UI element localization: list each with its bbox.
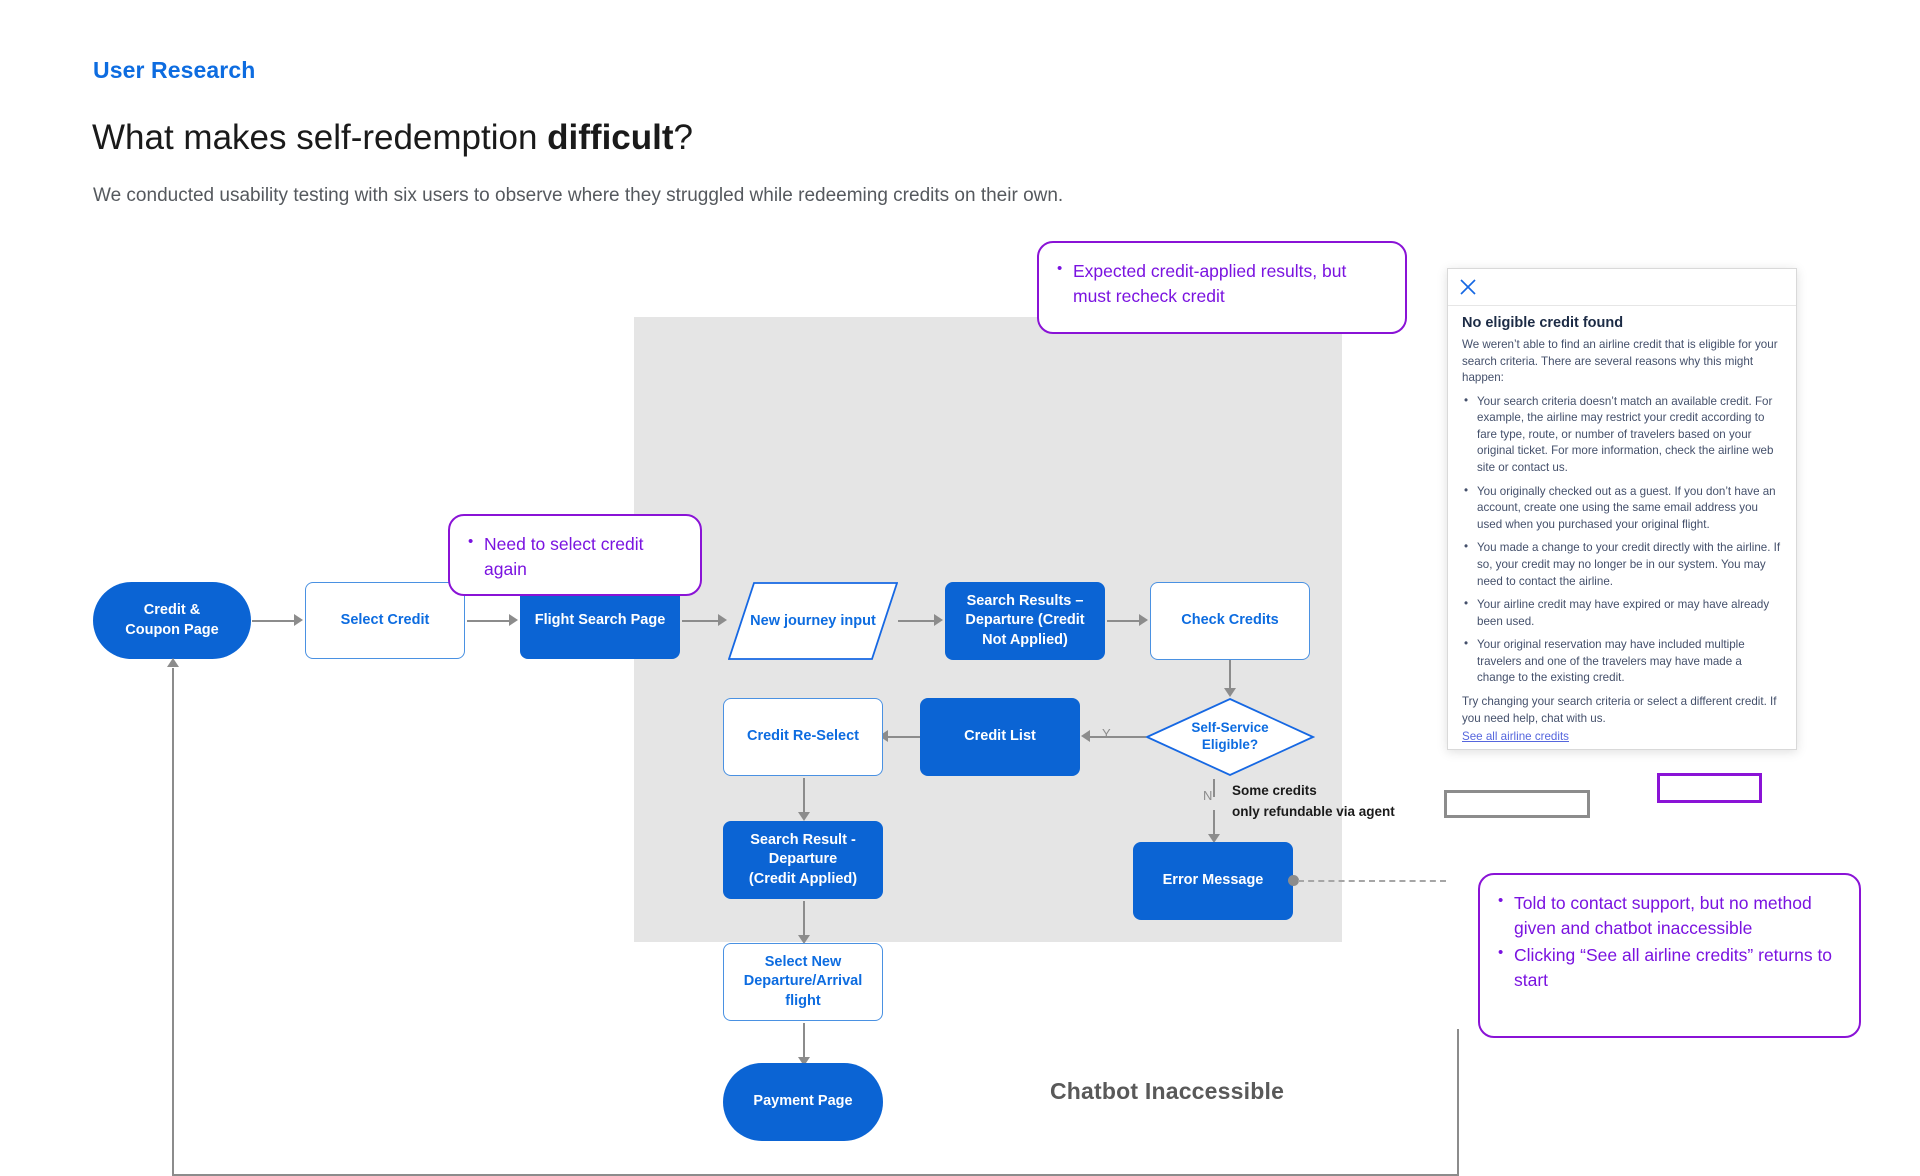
dialog-outro: Try changing your search criteria or sel… [1462,694,1777,725]
edge-label-yes: Y [1102,726,1111,741]
dialog-reason-0: Your search criteria doesn’t match an av… [1462,393,1782,477]
page-title-tail: ? [673,118,694,157]
edge-selectnew-to-payment [803,1023,805,1061]
section-eyebrow: User Research [93,57,256,83]
see-all-airline-credits-link[interactable]: See all airline credits [1462,730,1569,744]
highlight-chat-with-us [1657,773,1762,803]
node-payment-page[interactable]: Payment Page [723,1063,883,1141]
edge-flightsearch-to-journeyinput [682,620,718,622]
arrowhead-down [1208,834,1220,843]
node-select-new-line2: Departure/Arrival [743,973,863,990]
arrowhead-right [1139,614,1148,626]
arrowhead-right [294,614,303,626]
page-title-plain: What makes self-redemption [92,118,548,157]
callout-bottom-item-0: Told to contact support, but no method g… [1496,890,1839,941]
edge-credit-to-select [252,620,294,622]
edge-reselect-to-result [803,778,805,816]
edge-decision-yes [1090,736,1146,738]
node-error-message[interactable]: Error Message [1133,842,1293,920]
arrowhead-down [798,812,810,821]
highlight-see-all-airline-credits [1444,790,1590,818]
node-credit-re-select[interactable]: Credit Re-Select [723,698,883,776]
node-select-new-line1: Select New [764,954,842,971]
edge-label-no: N [1203,788,1213,803]
edge-decision-no-a [1213,779,1215,797]
page-subtitle: We conducted usability testing with six … [93,185,1064,206]
node-search-result-line3: (Credit Applied) [748,870,858,887]
connector-dot [1288,875,1299,886]
callout-bottom-list: Told to contact support, but no method g… [1496,890,1839,993]
callout-left-item-0: Need to select credit again [466,531,680,582]
callout-left-list: Need to select credit again [466,531,680,582]
edge-result-to-selectnew [803,901,805,939]
node-credit-list[interactable]: Credit List [920,698,1080,776]
arrowhead-down [798,1057,810,1066]
edge-return-vertical-left [172,668,174,1176]
dialog-reason-list: Your search criteria doesn’t match an av… [1462,393,1782,687]
dialog-body: No eligible credit found We weren’t able… [1448,306,1796,745]
page-title-emphasis: difficult [547,118,674,157]
dialog-title: No eligible credit found [1462,315,1624,331]
node-search-result-credit-applied[interactable]: Search Result - Departure (Credit Applie… [723,821,883,899]
node-select-credit[interactable]: Select Credit [305,582,465,659]
edge-creditlist-to-reselect [888,736,920,738]
arrowhead-up [167,658,179,667]
arrowhead-right [509,614,518,626]
node-credit-coupon-page[interactable]: Credit & Coupon Page [93,582,251,659]
node-check-credits[interactable]: Check Credits [1150,582,1310,660]
node-credit-coupon-page-line2: Coupon Page [125,621,219,638]
note-agent-refund-line1: Some credits [1232,783,1317,798]
page-title: What makes self-redemption difficult? [92,118,693,158]
node-search-results-line2: Departure (Credit [965,612,1085,629]
edge-return-vertical-right [1457,1029,1459,1176]
decision-line1: Self-Service [1191,720,1269,736]
node-select-new-flight[interactable]: Select New Departure/Arrival flight [723,943,883,1021]
arrowhead-down [798,935,810,944]
edge-journeyinput-to-searchresults [898,620,934,622]
dialog-titlebar [1448,269,1796,306]
node-search-results-line1: Search Results – [966,593,1084,610]
node-credit-coupon-page-line1: Credit & [143,602,201,619]
arrowhead-right [934,614,943,626]
dialog-reason-4: Your original reservation may have inclu… [1462,636,1782,687]
edge-decision-no-b [1213,810,1215,838]
chatbot-inaccessible-label: Chatbot Inaccessible [1050,1078,1285,1104]
decision-line2: Eligible? [1201,737,1259,752]
callout-top-item-0: Expected credit-applied results, but mus… [1055,258,1385,309]
node-new-journey-input-label: New journey input [750,613,876,629]
node-search-results-line3: Not Applied) [982,631,1068,648]
edge-error-to-dialog [1298,880,1446,882]
edge-checkcredits-to-decision [1229,660,1231,692]
note-agent-refund-line2: only refundable via agent [1232,804,1395,819]
node-self-service-eligible-decision[interactable]: Self-Service Eligible? [1145,697,1315,777]
node-new-journey-input[interactable]: New journey input [728,582,898,660]
arrowhead-left [879,730,888,742]
callout-left-need-reselect: Need to select credit again [448,514,702,596]
arrowhead-left [1081,730,1090,742]
dialog-reason-3: Your airline credit may have expired or … [1462,596,1782,630]
flow-diagram: Chatbot Inaccessible Credit & Coupon Pag… [0,220,1920,1176]
edge-select-to-flightsearch [467,620,509,622]
dialog-reason-2: You made a change to your credit directl… [1462,539,1782,590]
arrowhead-down [1224,688,1236,697]
close-icon[interactable] [1459,278,1477,296]
edge-searchresults-to-checkcredits [1107,620,1139,622]
no-eligible-credit-dialog: No eligible credit found We weren’t able… [1447,268,1797,750]
node-self-service-eligible-label: Self-Service Eligible? [1145,697,1315,777]
node-select-new-line3: flight [785,992,821,1009]
parallelogram-shape [728,582,898,660]
callout-top-expected-results: Expected credit-applied results, but mus… [1037,241,1407,334]
node-search-result-line2: Departure [768,851,838,868]
dialog-reason-1: You originally checked out as a guest. I… [1462,483,1782,534]
node-search-results-departure-not-applied[interactable]: Search Results – Departure (Credit Not A… [945,582,1105,660]
callout-bottom-item-1: Clicking “See all airline credits” retur… [1496,942,1839,993]
dialog-intro: We weren’t able to find an airline credi… [1462,338,1778,385]
diamond-shape [1145,698,1315,776]
arrowhead-right [718,614,727,626]
node-search-result-line1: Search Result - [750,832,856,849]
callout-top-list: Expected credit-applied results, but mus… [1055,258,1385,309]
highlight-leader [1457,817,1459,818]
callout-bottom-support: Told to contact support, but no method g… [1478,873,1861,1038]
